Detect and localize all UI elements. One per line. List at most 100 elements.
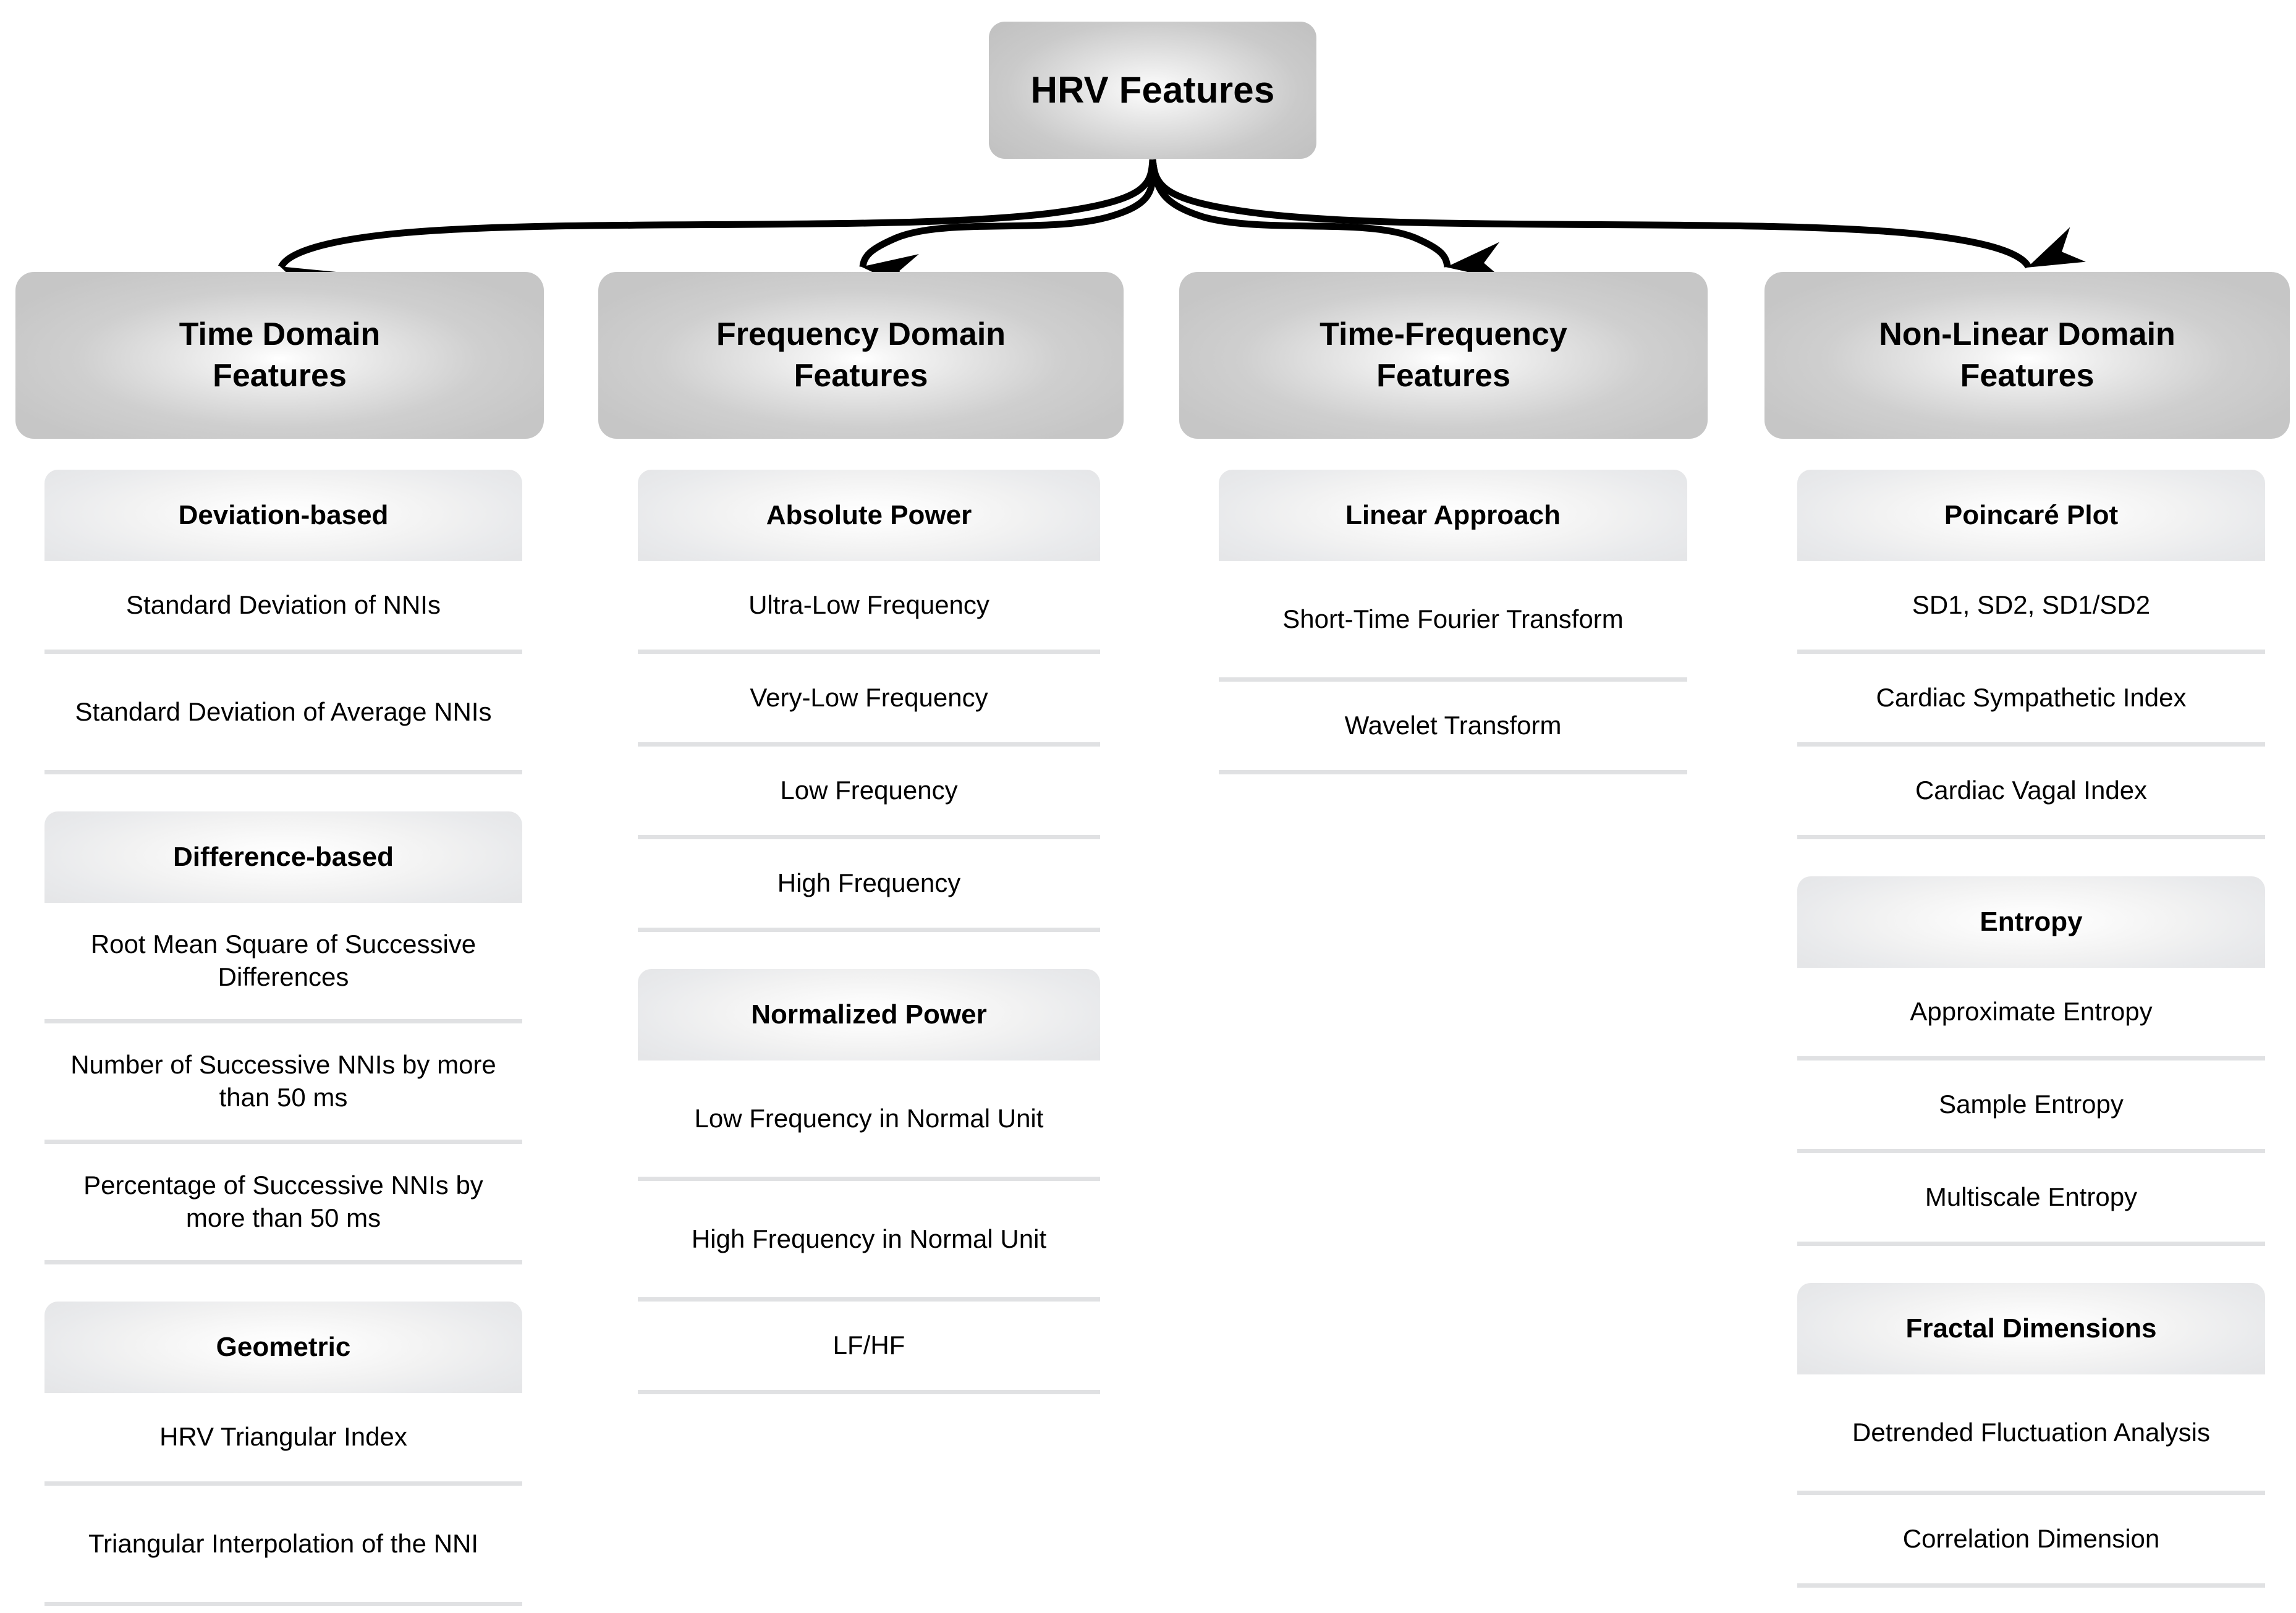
- feature-item[interactable]: Triangular Interpolation of the NNI: [44, 1486, 522, 1606]
- connector-to-non-linear: [1149, 159, 2086, 269]
- group-header[interactable]: Poincaré Plot: [1797, 470, 2265, 561]
- group-header-label: Poincaré Plot: [1944, 499, 2119, 530]
- group-header[interactable]: Absolute Power: [638, 470, 1100, 561]
- feature-item-label: Sample Entropy: [1939, 1090, 2124, 1119]
- feature-item[interactable]: Short-Time Fourier Transform: [1219, 561, 1687, 682]
- group-header[interactable]: Difference-based: [44, 811, 522, 903]
- feature-item[interactable]: Multiscale Entropy: [1797, 1153, 2265, 1246]
- group-header[interactable]: Geometric: [44, 1302, 522, 1393]
- group-header-label: Linear Approach: [1345, 499, 1561, 530]
- group-header-label: Absolute Power: [766, 499, 972, 530]
- feature-item[interactable]: SD1, SD2, SD1/SD2: [1797, 561, 2265, 654]
- group-header-label: Entropy: [1980, 906, 2083, 937]
- group-header-label: Normalized Power: [751, 999, 987, 1030]
- root-node-hrv-features[interactable]: HRV Features: [989, 22, 1316, 159]
- feature-item-label: Triangular Interpolation of the NNI: [88, 1528, 479, 1558]
- feature-item-label: Short-Time Fourier Transform: [1282, 604, 1624, 633]
- feature-item-label: Standard Deviation of NNIs: [126, 590, 441, 620]
- root-node-label: HRV Features: [1030, 69, 1275, 111]
- feature-item-label: Cardiac Vagal Index: [1915, 776, 2148, 805]
- feature-item[interactable]: Very-Low Frequency: [638, 654, 1100, 747]
- feature-item-label: Correlation Dimension: [1902, 1524, 2160, 1554]
- feature-item-label: Detrended Fluctuation Analysis: [1852, 1417, 2210, 1447]
- feature-item-label: Standard Deviation of Average NNIs: [75, 696, 492, 726]
- feature-item[interactable]: Low Frequency in Normal Unit: [638, 1061, 1100, 1181]
- group-header[interactable]: Entropy: [1797, 876, 2265, 968]
- feature-item-label: Approximate Entropy: [1910, 997, 2153, 1027]
- group-header[interactable]: Fractal Dimensions: [1797, 1283, 2265, 1374]
- group-header[interactable]: Normalized Power: [638, 969, 1100, 1061]
- feature-item-label: Cardiac Sympathetic Index: [1876, 683, 2187, 713]
- feature-item-label: Low Frequency in Normal Unit: [694, 1103, 1044, 1133]
- feature-item[interactable]: Wavelet Transform: [1219, 682, 1687, 774]
- group-header[interactable]: Deviation-based: [44, 470, 522, 561]
- feature-item[interactable]: Sample Entropy: [1797, 1061, 2265, 1153]
- feature-item-label: Multiscale Entropy: [1925, 1182, 2138, 1212]
- feature-item[interactable]: Cardiac Sympathetic Index: [1797, 654, 2265, 747]
- feature-item[interactable]: Percentage of Successive NNIs by more th…: [44, 1144, 522, 1264]
- feature-item[interactable]: Standard Deviation of NNIs: [44, 561, 522, 654]
- feature-item[interactable]: Detrended Fluctuation Analysis: [1797, 1374, 2265, 1495]
- feature-item[interactable]: Ultra-Low Frequency: [638, 561, 1100, 654]
- feature-item-label: High Frequency: [777, 868, 961, 898]
- feature-item[interactable]: Approximate Entropy: [1797, 968, 2265, 1061]
- feature-item-label: Ultra-Low Frequency: [748, 590, 989, 620]
- group-header[interactable]: Linear Approach: [1219, 470, 1687, 561]
- group-header-label: Fractal Dimensions: [1905, 1313, 2157, 1344]
- connector-to-time-domain: [277, 159, 1156, 307]
- feature-item[interactable]: HRV Triangular Index: [44, 1393, 522, 1486]
- feature-item-label: Root Mean Square of Successive Differenc…: [90, 929, 477, 991]
- feature-item[interactable]: High Frequency in Normal Unit: [638, 1181, 1100, 1302]
- feature-item[interactable]: Low Frequency: [638, 747, 1100, 839]
- connector-to-frequency-domain: [859, 159, 1156, 292]
- group-header-label: Deviation-based: [178, 499, 389, 530]
- feature-item-label: Number of Successive NNIs by more than 5…: [70, 1050, 496, 1112]
- group-header-label: Difference-based: [172, 841, 394, 872]
- feature-item[interactable]: LF/HF: [638, 1302, 1100, 1394]
- feature-item[interactable]: Standard Deviation of Average NNIs: [44, 654, 522, 774]
- feature-item-label: HRV Triangular Index: [159, 1422, 407, 1452]
- feature-item-label: Low Frequency: [780, 776, 958, 805]
- feature-item-label: Percentage of Successive NNIs by more th…: [83, 1171, 483, 1232]
- feature-item[interactable]: Number of Successive NNIs by more than 5…: [44, 1023, 522, 1144]
- feature-item-label: Wavelet Transform: [1344, 711, 1562, 740]
- feature-item-label: High Frequency in Normal Unit: [691, 1224, 1047, 1253]
- feature-item[interactable]: Root Mean Square of Successive Differenc…: [44, 903, 522, 1023]
- feature-item-label: SD1, SD2, SD1/SD2: [1912, 590, 2151, 620]
- feature-item-label: LF/HF: [832, 1331, 905, 1360]
- feature-item-label: Very-Low Frequency: [750, 683, 988, 713]
- group-header-label: Geometric: [216, 1331, 351, 1362]
- feature-item[interactable]: Cardiac Vagal Index: [1797, 747, 2265, 839]
- feature-item[interactable]: Correlation Dimension: [1797, 1495, 2265, 1588]
- feature-item[interactable]: High Frequency: [638, 839, 1100, 932]
